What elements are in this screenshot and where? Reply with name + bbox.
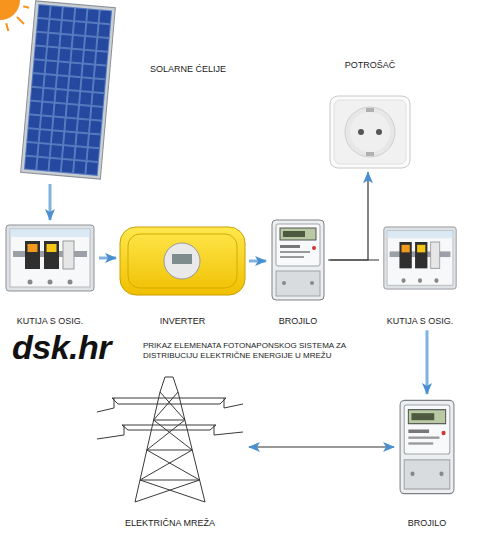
picture-area (383, 226, 457, 290)
solar-panel (21, 1, 116, 179)
device-label: KUTIJA S OSIG. (17, 316, 84, 326)
sun (0, 0, 29, 31)
picture-area (22, 0, 114, 180)
connector (49, 184, 52, 220)
device-label: ELEKTRIČNA MREŽA (125, 518, 215, 528)
picture-area (5, 224, 95, 292)
device-label: INVERTER (160, 316, 205, 326)
picture-area (95, 372, 245, 504)
caption: PRIKAZ ELEMENATA FOTONAPONSKOG SISTEMA Z… (143, 341, 358, 361)
connector (330, 259, 379, 260)
device-label: BROJILO (279, 316, 318, 326)
inverter (120, 227, 245, 295)
device-node: KUTIJA S OSIG. (5, 224, 95, 326)
device-node: ELEKTRIČNA MREŽA (95, 372, 245, 528)
device-label: SOLARNE ĆELIJE (150, 64, 226, 74)
meter (272, 220, 324, 300)
picture-area (328, 96, 412, 168)
device-node: KUTIJA S OSIG. (383, 226, 457, 326)
connector (426, 330, 429, 394)
meter (400, 400, 454, 493)
device-node: SOLARNE ĆELIJE (22, 0, 226, 180)
device-node: BROJILO (270, 218, 326, 326)
device-label: POTROŠAČ (345, 60, 396, 70)
fuse-box (384, 227, 456, 289)
connector (328, 172, 368, 260)
device-node: INVERTER (120, 226, 245, 326)
connector (249, 260, 266, 263)
fuse-box (6, 225, 94, 291)
power-tower (97, 377, 243, 502)
socket (330, 96, 410, 168)
picture-area (398, 398, 456, 496)
picture-area (270, 218, 326, 302)
device-node: POTROŠAČ (328, 60, 412, 168)
device-node: BROJILO (398, 398, 456, 528)
connector (249, 446, 394, 447)
connector (99, 257, 116, 260)
device-label: KUTIJA S OSIG. (387, 316, 454, 326)
logo-label: dsk.hr (12, 330, 111, 364)
picture-area (120, 226, 245, 296)
device-label: BROJILO (408, 518, 447, 528)
